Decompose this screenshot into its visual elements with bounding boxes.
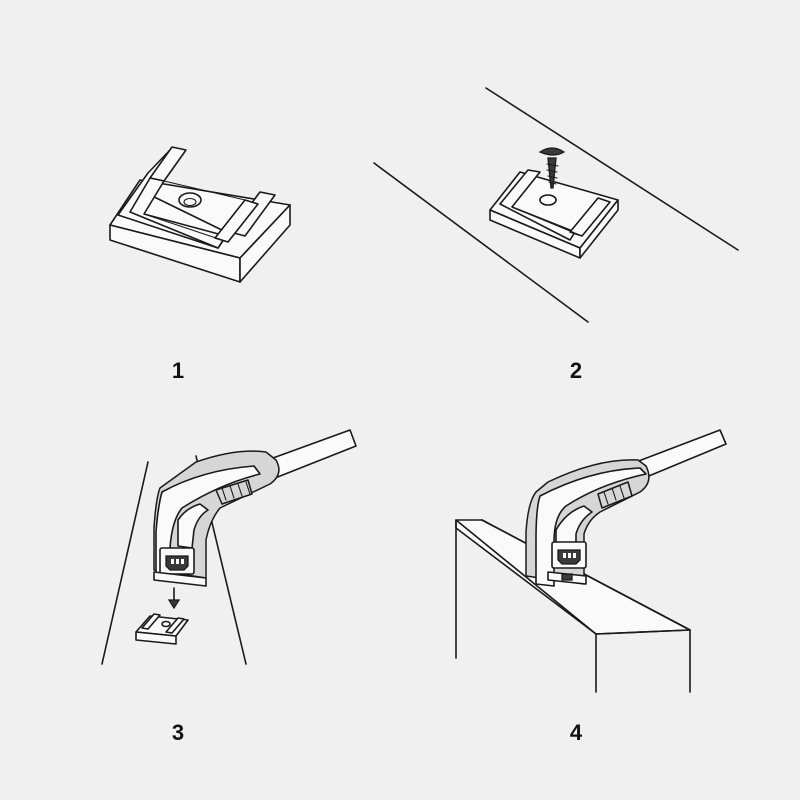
step-3-device-attach-illustration (101, 429, 357, 665)
step-4-device-mounted-illustration (455, 429, 727, 693)
step-3-number: 3 (172, 720, 184, 745)
step-1-number: 1 (172, 358, 184, 383)
step-2-number: 2 (570, 358, 582, 383)
step-2-bracket-screw-illustration (373, 87, 739, 323)
step-1-bracket-illustration (109, 146, 291, 283)
step-4-number: 4 (570, 720, 583, 745)
